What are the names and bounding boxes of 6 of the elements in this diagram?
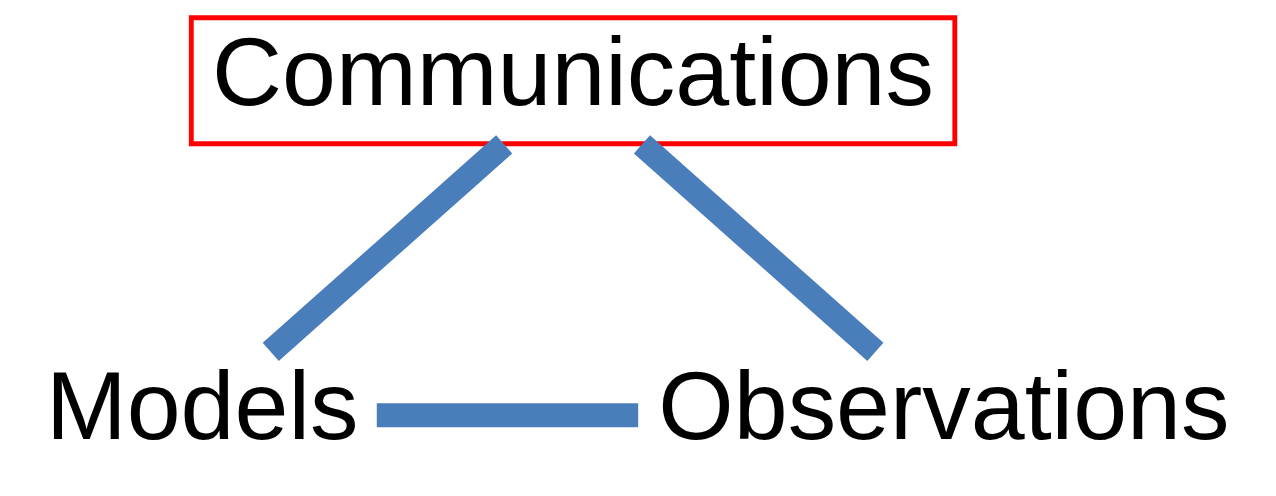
node-box: Communications	[188, 15, 957, 147]
node-text: Models	[45, 351, 358, 461]
connector	[633, 135, 883, 361]
node-text: Observations	[657, 351, 1229, 461]
connector	[376, 403, 638, 428]
connector	[262, 135, 512, 361]
